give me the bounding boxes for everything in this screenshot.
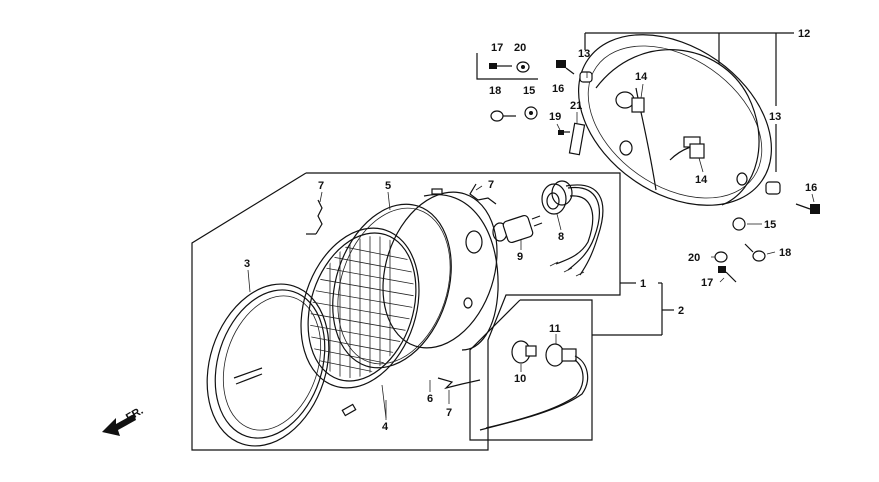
label-part-7-top: 7 <box>318 180 324 192</box>
lens-seal-ring <box>332 203 452 369</box>
headlight-reflector <box>382 188 499 351</box>
bolt-kit-bracket <box>476 53 538 80</box>
label-part-9: 9 <box>517 251 523 263</box>
clamp-14 <box>631 97 645 113</box>
label-part-4: 4 <box>382 421 389 433</box>
assembly-1-outline <box>191 172 621 451</box>
collar-13 <box>579 71 593 83</box>
label-part-2: 2 <box>678 305 684 317</box>
screw-19 <box>558 130 570 135</box>
leader-lines <box>247 32 815 420</box>
label-part-16-left: 16 <box>552 83 564 95</box>
label-part-1: 1 <box>640 278 646 290</box>
nut-15 <box>524 106 538 120</box>
headlight-case <box>578 34 772 206</box>
label-part-13-right: 13 <box>769 111 781 123</box>
label-part-17-left: 17 <box>491 42 503 54</box>
label-part-19: 19 <box>549 111 561 123</box>
label-part-8: 8 <box>558 231 564 243</box>
label-part-15-right: 15 <box>764 219 776 231</box>
label-part-17-right: 17 <box>701 277 713 289</box>
label-part-18-right: 18 <box>779 247 791 259</box>
label-part-13-top: 13 <box>578 48 590 60</box>
label-part-21: 21 <box>570 100 582 112</box>
label-part-18-left: 18 <box>489 85 501 97</box>
washer-20-right <box>714 251 728 263</box>
collar-13-right <box>765 181 781 195</box>
label-part-6: 6 <box>427 393 433 405</box>
label-part-16-right: 16 <box>805 182 817 194</box>
bolt-17 <box>489 63 512 69</box>
nut-15-right <box>732 217 746 231</box>
label-part-5: 5 <box>385 180 391 192</box>
position-light-socket <box>479 343 589 431</box>
position-light-bulb <box>511 340 537 364</box>
headlight-socket <box>541 180 604 277</box>
headlight-lens <box>299 227 420 419</box>
mounting-spring-top <box>306 199 323 235</box>
label-part-10: 10 <box>514 373 526 385</box>
bolt-16 <box>556 60 575 75</box>
bolt-16-right <box>795 203 820 214</box>
screw-18 <box>490 110 516 122</box>
label-part-20-right: 20 <box>688 252 700 264</box>
screw-18-right <box>744 243 766 262</box>
mounting-spring-bottom <box>437 377 481 390</box>
front-label: FR. <box>124 405 145 424</box>
mounting-spring-right <box>469 183 497 205</box>
washer-20 <box>516 61 530 73</box>
label-part-14-bottom: 14 <box>695 174 708 186</box>
assembly-2-outline <box>469 299 593 441</box>
label-part-15-left: 15 <box>523 85 535 97</box>
label-part-11: 11 <box>549 323 561 335</box>
clamp-14-lower <box>689 143 705 159</box>
label-part-14-top: 14 <box>635 71 648 83</box>
label-part-7-bottom: 7 <box>446 407 452 419</box>
label-part-3: 3 <box>244 258 250 270</box>
label-part-20-left: 20 <box>514 42 526 54</box>
headlight-rim <box>206 283 357 447</box>
bolt-17-right <box>718 266 737 283</box>
headlight-bulb <box>492 214 543 244</box>
label-part-12: 12 <box>798 28 810 40</box>
stay-21 <box>568 122 586 156</box>
label-part-7-right: 7 <box>488 179 494 191</box>
front-direction-arrow-icon: FR. <box>102 405 145 436</box>
